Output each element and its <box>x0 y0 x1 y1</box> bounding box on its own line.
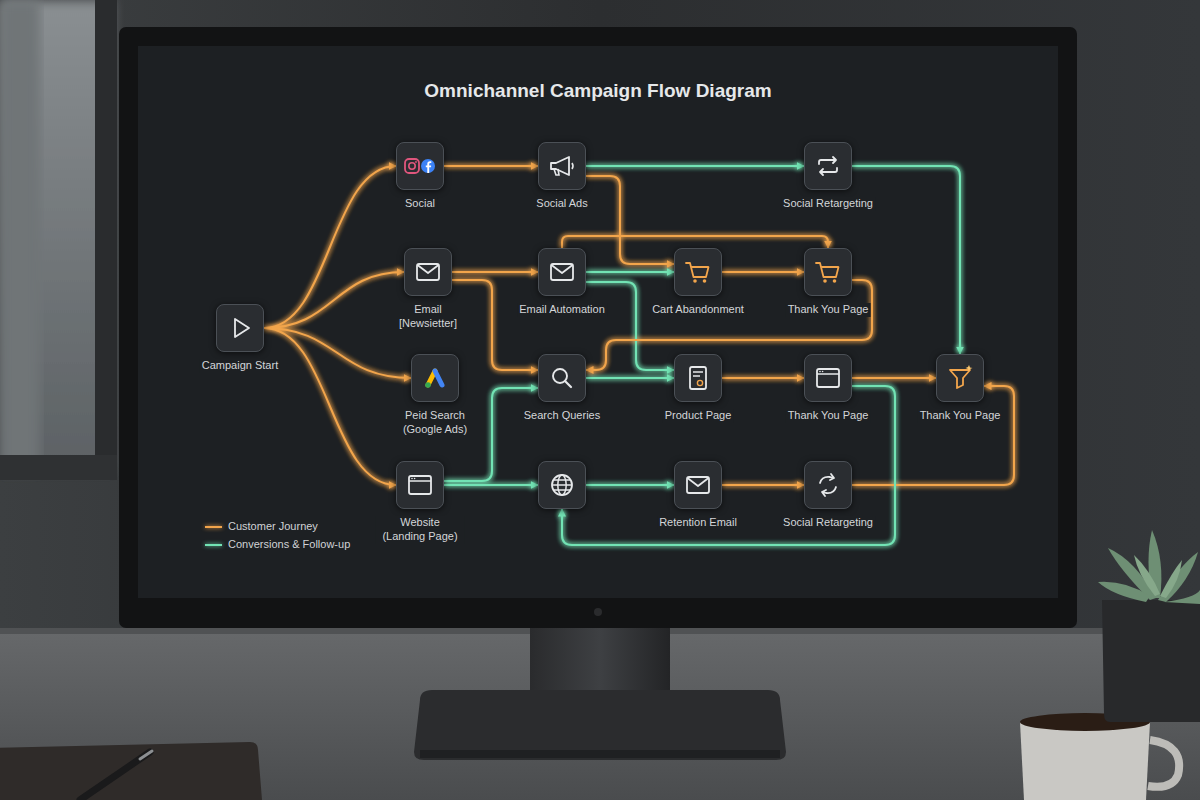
node-label: Campaign Start <box>200 359 280 373</box>
legend-text: Conversions & Follow-up <box>228 538 350 550</box>
flow-connector <box>562 236 828 248</box>
flow-connector <box>852 166 960 354</box>
node-label: Social Ads <box>534 197 589 211</box>
channel-icon <box>216 304 264 352</box>
channel-node: Social Retargeting <box>804 142 852 190</box>
channel-icon <box>538 248 586 296</box>
node-label: Thank You Page <box>786 409 871 423</box>
channel-node: Social Ads <box>538 142 586 190</box>
flow-connector <box>586 176 674 264</box>
channel-icon <box>804 142 852 190</box>
channel-icon <box>804 354 852 402</box>
legend-line-sample <box>205 544 222 546</box>
flow-connector <box>586 271 674 273</box>
channel-node: Product Page <box>674 354 722 402</box>
flow-connector <box>452 271 538 273</box>
node-label: Product Page <box>663 409 734 423</box>
coffee-cup <box>1020 713 1179 800</box>
channel-node: Email Automation <box>538 248 586 296</box>
channel-icon <box>674 354 722 402</box>
node-label: Social <box>403 197 437 211</box>
channel-node: Thank You Page <box>936 354 984 402</box>
monitor <box>119 27 1077 760</box>
node-label: Thank You Page <box>918 409 1003 423</box>
plant <box>1098 530 1200 722</box>
channel-node: Email [Newsietter] <box>404 248 452 296</box>
node-label: Search Queries <box>522 409 602 423</box>
channel-node: Social Retargeting <box>804 461 852 509</box>
node-label: Website (Landing Page) <box>376 516 465 544</box>
flow-connector <box>586 165 804 167</box>
channel-node: Thank You Page <box>804 354 852 402</box>
channel-node: Website (Landing Page) <box>396 461 444 509</box>
channel-node: Thank You Page <box>804 248 852 296</box>
legend-line-sample <box>205 526 222 528</box>
flow-connector <box>852 377 936 379</box>
flow-connector <box>722 271 804 273</box>
channel-node: Search Queries <box>538 354 586 402</box>
node-label: Peid Search (Google Ads) <box>388 409 482 437</box>
node-label: Social Retargeting <box>781 516 875 530</box>
flow-connector <box>586 484 674 486</box>
node-label: Social Retargeting <box>781 197 875 211</box>
channel-node: Social <box>396 142 444 190</box>
channel-icon <box>804 248 852 296</box>
channel-icon <box>411 354 459 402</box>
window <box>0 0 117 480</box>
channel-icon <box>674 461 722 509</box>
flow-connector <box>722 377 804 379</box>
channel-icon <box>538 461 586 509</box>
notebook <box>0 742 262 800</box>
flow-connector <box>852 386 1014 485</box>
node-label: Email Automation <box>517 303 607 317</box>
channel-icon <box>396 461 444 509</box>
flow-connector <box>562 386 895 545</box>
flow-connector <box>722 484 804 486</box>
flow-connector <box>264 272 404 328</box>
node-label: Cart Abandonment <box>650 303 746 317</box>
channel-node: Retention Email <box>674 461 722 509</box>
channel-icon <box>804 461 852 509</box>
flow-connector <box>444 165 538 167</box>
legend-text: Customer Journey <box>228 520 318 532</box>
channel-icon <box>936 354 984 402</box>
node-label: Thank You Page <box>786 303 871 317</box>
flow-connector <box>444 484 538 486</box>
channel-node: Cart Abandonment <box>674 248 722 296</box>
channel-icon <box>538 354 586 402</box>
flow-connector <box>586 282 674 370</box>
node-label: Retention Email <box>657 516 739 530</box>
channel-node <box>538 461 586 509</box>
channel-node: Campaign Start <box>216 304 264 352</box>
channel-icon <box>404 248 452 296</box>
flow-connector <box>264 328 396 485</box>
channel-node: Peid Search (Google Ads) <box>411 354 459 402</box>
flow-connector <box>586 377 674 379</box>
channel-icon <box>396 142 444 190</box>
diagram-title: Omnichannel Campaign Flow Diagram <box>138 80 1058 102</box>
channel-icon <box>674 248 722 296</box>
channel-icon <box>538 142 586 190</box>
node-label: Email [Newsietter] <box>391 303 465 331</box>
